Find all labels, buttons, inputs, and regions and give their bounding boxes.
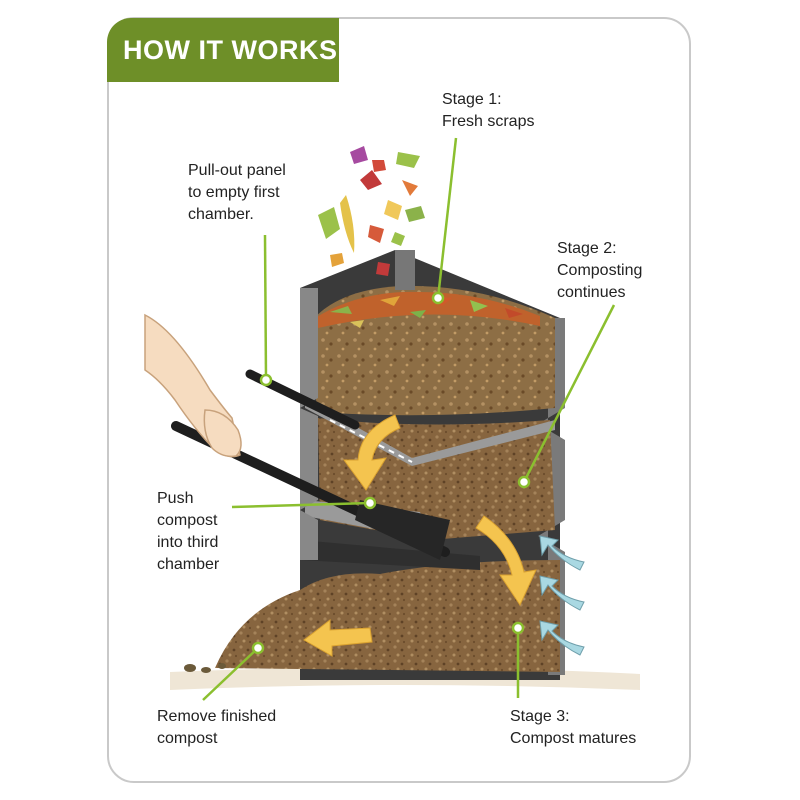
bin-bottom-lip xyxy=(300,540,480,570)
bin-top-lid xyxy=(395,250,415,290)
leader-lines xyxy=(202,137,616,701)
chamber-3-compost xyxy=(215,560,560,672)
label-stage-3: Stage 3: Compost matures xyxy=(510,708,637,747)
flow-arrow-icon xyxy=(303,414,537,657)
pebbles xyxy=(184,663,226,673)
label-pull-out-panel: Pull-out panel to empty first chamber. xyxy=(188,162,286,223)
label-push-compost: Push compost into third chamber xyxy=(157,490,220,573)
falling-scraps xyxy=(318,146,425,276)
page-title: HOW IT WORKS xyxy=(123,35,338,65)
bin-left-wall xyxy=(300,288,318,560)
label-remove-compost: Remove finished compost xyxy=(157,708,277,747)
leader-dots xyxy=(251,291,531,655)
title-banner xyxy=(107,18,339,82)
label-stage-1: Stage 1: Fresh scraps xyxy=(442,91,535,130)
push-tool-blade xyxy=(355,500,450,560)
label-stage-2: Stage 2: Composting continues xyxy=(557,240,643,301)
air-arrow-icon xyxy=(539,535,585,656)
hand-icon xyxy=(144,313,242,458)
